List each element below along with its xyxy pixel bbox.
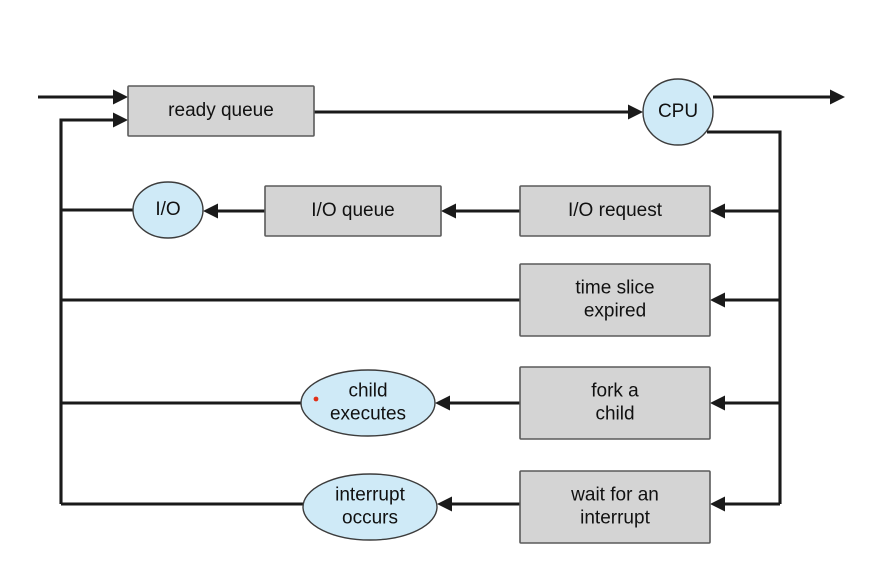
return-bus-into-ready-queue-path <box>59 118 120 504</box>
ready-queue-to-cpu-arrow <box>314 104 643 120</box>
marks-layer <box>313 396 319 402</box>
node-ready-queue[interactable]: ready queue <box>127 85 315 137</box>
node-io-shape[interactable] <box>132 181 204 239</box>
cpu-dispatch-bus <box>707 130 782 504</box>
edges-layer <box>38 89 845 512</box>
cpu-exit-arrow <box>713 89 845 105</box>
node-io-queue-shape[interactable] <box>264 185 442 237</box>
bus-to-time-slice-arrow-head <box>710 292 725 308</box>
node-interrupt-occurs-label-line: interrupt <box>335 485 405 506</box>
bus-to-fork-arrow <box>710 395 780 411</box>
entry-arrow-into-ready-queue <box>38 89 128 105</box>
fork-to-child-executes-arrow <box>435 395 520 411</box>
io-request-to-io-queue-arrow <box>441 203 520 219</box>
node-time-slice-expired-label-line: time slice <box>575 278 654 299</box>
node-io-queue-label-line: I/O queue <box>311 200 394 221</box>
node-cpu-label-line: CPU <box>658 101 698 122</box>
bus-to-wait-arrow-head <box>710 496 725 512</box>
node-cpu-label: CPU <box>658 101 698 122</box>
node-wait-for-an-interrupt-label-line: interrupt <box>580 508 650 529</box>
io-request-to-io-queue-arrow-head <box>441 203 456 219</box>
return-bus-into-ready-queue-head <box>113 112 128 128</box>
bus-to-wait-arrow <box>710 496 780 512</box>
io-queue-to-io-arrow-head <box>203 203 218 219</box>
node-fork-a-child-shape[interactable] <box>519 366 711 440</box>
wait-to-interrupt-occurs-arrow-head <box>437 496 452 512</box>
nodes-layer: ready queue CPU I/O I/O queue I/O request tim… <box>127 78 714 544</box>
node-io[interactable]: I/O <box>132 181 204 239</box>
node-fork-a-child-label-line: child <box>595 404 634 425</box>
node-io-request-label: I/O request <box>568 200 663 221</box>
node-io-request-shape[interactable] <box>519 185 711 237</box>
cpu-exit-arrow-head <box>830 89 845 105</box>
node-io-request-label-line: I/O request <box>568 200 663 221</box>
return-bus-into-ready-queue <box>59 112 128 504</box>
cpu-dispatch-bus-path <box>707 130 782 504</box>
node-child-executes-label-line: executes <box>330 404 406 425</box>
node-child-executes-shape[interactable] <box>300 369 436 437</box>
fork-to-child-executes-arrow-head <box>435 395 450 411</box>
entry-arrow-into-ready-queue-head <box>113 89 128 105</box>
io-queue-to-io-arrow <box>203 203 265 219</box>
bus-to-io-request-arrow <box>710 203 780 219</box>
red-speck-mark <box>313 396 319 402</box>
node-io-queue-label: I/O queue <box>311 200 394 221</box>
node-io-request[interactable]: I/O request <box>519 185 711 237</box>
node-child-executes-label-line: child <box>348 381 387 402</box>
ready-queue-to-cpu-arrow-head <box>628 104 643 120</box>
wait-to-interrupt-occurs-arrow <box>437 496 520 512</box>
node-io-label: I/O <box>155 199 180 220</box>
node-ready-queue-label-line: ready queue <box>168 100 274 121</box>
node-io-queue[interactable]: I/O queue <box>264 185 442 237</box>
bus-to-fork-arrow-head <box>710 395 725 411</box>
node-wait-for-an-interrupt-shape[interactable] <box>519 470 711 544</box>
bus-to-io-request-arrow-head <box>710 203 725 219</box>
node-interrupt-occurs-shape[interactable] <box>302 473 438 541</box>
node-ready-queue-shape[interactable] <box>127 85 315 137</box>
node-cpu[interactable]: CPU <box>642 78 714 146</box>
node-io-label-line: I/O <box>155 199 180 220</box>
node-interrupt-occurs-label-line: occurs <box>342 508 398 529</box>
node-wait-for-an-interrupt-label-line: wait for an <box>570 485 659 506</box>
node-cpu-shape[interactable] <box>642 78 714 146</box>
node-time-slice-expired-shape[interactable] <box>519 263 711 337</box>
bus-to-time-slice-arrow <box>710 292 780 308</box>
node-ready-queue-label: ready queue <box>168 100 274 121</box>
node-time-slice-expired-label-line: expired <box>584 301 646 322</box>
node-fork-a-child-label-line: fork a <box>591 381 639 402</box>
